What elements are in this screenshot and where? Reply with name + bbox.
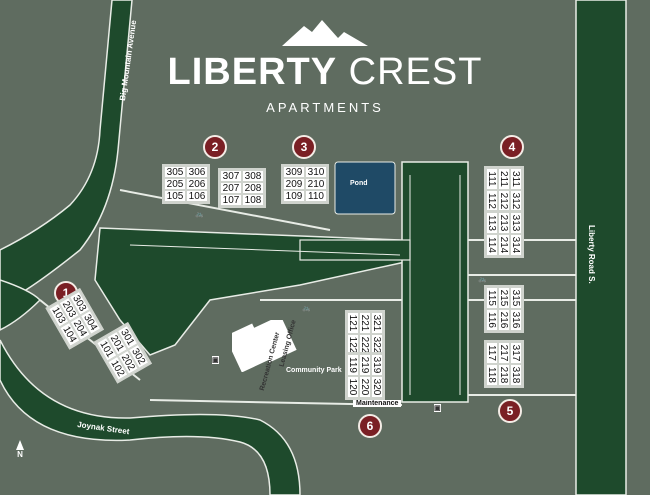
maintenance-label: Maintenance bbox=[353, 400, 402, 407]
unit-107[interactable]: 107 bbox=[220, 194, 242, 206]
central-parking-lot bbox=[401, 161, 469, 403]
building-marker-2[interactable]: 2 bbox=[203, 135, 227, 159]
building-marker-5[interactable]: 5 bbox=[498, 399, 522, 423]
unit-319[interactable]: 319 bbox=[371, 354, 383, 376]
building-marker-6[interactable]: 6 bbox=[358, 414, 382, 438]
unit-217[interactable]: 217 bbox=[498, 342, 510, 364]
unit-108[interactable]: 108 bbox=[242, 194, 264, 206]
unit-113[interactable]: 113 bbox=[486, 212, 498, 234]
pond bbox=[334, 161, 396, 215]
unit-305[interactable]: 305 bbox=[164, 166, 186, 178]
unit-112[interactable]: 112 bbox=[486, 190, 498, 212]
bike-rack-icon: 🚲 bbox=[478, 276, 487, 283]
unit-120[interactable]: 120 bbox=[347, 376, 359, 398]
unit-111[interactable]: 111 bbox=[486, 168, 498, 190]
recreation-leasing-buildings bbox=[232, 320, 297, 372]
big-mountain-avenue-road bbox=[0, 0, 133, 306]
unit-313[interactable]: 313 bbox=[510, 212, 522, 234]
unit-211[interactable]: 211 bbox=[498, 168, 510, 190]
north-arrow-icon: N bbox=[16, 440, 24, 459]
unit-317[interactable]: 317 bbox=[510, 342, 522, 364]
unit-218[interactable]: 218 bbox=[498, 364, 510, 386]
unit-314[interactable]: 314 bbox=[510, 234, 522, 256]
unit-315[interactable]: 315 bbox=[510, 287, 522, 309]
unit-115[interactable]: 115 bbox=[486, 287, 498, 309]
mailbox-icon: ▣ bbox=[212, 356, 219, 364]
community-park-label: Community Park bbox=[286, 367, 342, 374]
unit-205[interactable]: 205 bbox=[164, 178, 186, 190]
unit-221[interactable]: 221 bbox=[359, 312, 371, 334]
bike-rack-icon: 🚲 bbox=[195, 211, 204, 218]
unit-106[interactable]: 106 bbox=[186, 190, 208, 202]
unit-209[interactable]: 209 bbox=[283, 178, 305, 190]
unit-119[interactable]: 119 bbox=[347, 354, 359, 376]
street-label-liberty-road: Liberty Road S. bbox=[587, 225, 596, 284]
unit-306[interactable]: 306 bbox=[186, 166, 208, 178]
unit-109[interactable]: 109 bbox=[283, 190, 305, 202]
unit-309[interactable]: 309 bbox=[283, 166, 305, 178]
bike-rack-icon: 🚲 bbox=[302, 305, 311, 312]
unit-215[interactable]: 215 bbox=[498, 287, 510, 309]
unit-311[interactable]: 311 bbox=[510, 168, 522, 190]
unit-220[interactable]: 220 bbox=[359, 376, 371, 398]
unit-312[interactable]: 312 bbox=[510, 190, 522, 212]
unit-213[interactable]: 213 bbox=[498, 212, 510, 234]
unit-320[interactable]: 320 bbox=[371, 376, 383, 398]
liberty-road bbox=[575, 0, 627, 495]
unit-212[interactable]: 212 bbox=[498, 190, 510, 212]
unit-114[interactable]: 114 bbox=[486, 234, 498, 256]
brand-subtitle: APARTMENTS bbox=[266, 100, 384, 115]
unit-316[interactable]: 316 bbox=[510, 309, 522, 331]
unit-117[interactable]: 117 bbox=[486, 342, 498, 364]
pond-label: Pond bbox=[350, 180, 368, 187]
unit-318[interactable]: 318 bbox=[510, 364, 522, 386]
unit-206[interactable]: 206 bbox=[186, 178, 208, 190]
unit-208[interactable]: 208 bbox=[242, 182, 264, 194]
unit-219[interactable]: 219 bbox=[359, 354, 371, 376]
brand-title: LIBERTY CREST bbox=[167, 51, 483, 93]
unit-210[interactable]: 210 bbox=[305, 178, 327, 190]
unit-310[interactable]: 310 bbox=[305, 166, 327, 178]
unit-105[interactable]: 105 bbox=[164, 190, 186, 202]
unit-308[interactable]: 308 bbox=[242, 170, 264, 182]
unit-307[interactable]: 307 bbox=[220, 170, 242, 182]
unit-110[interactable]: 110 bbox=[305, 190, 327, 202]
mailbox-icon: ▣ bbox=[434, 404, 441, 412]
unit-121[interactable]: 121 bbox=[347, 312, 359, 334]
building-marker-3[interactable]: 3 bbox=[292, 135, 316, 159]
unit-118[interactable]: 118 bbox=[486, 364, 498, 386]
unit-321[interactable]: 321 bbox=[371, 312, 383, 334]
building-marker-4[interactable]: 4 bbox=[500, 135, 524, 159]
unit-214[interactable]: 214 bbox=[498, 234, 510, 256]
mountain-logo-icon bbox=[282, 20, 368, 46]
unit-207[interactable]: 207 bbox=[220, 182, 242, 194]
unit-216[interactable]: 216 bbox=[498, 309, 510, 331]
unit-116[interactable]: 116 bbox=[486, 309, 498, 331]
